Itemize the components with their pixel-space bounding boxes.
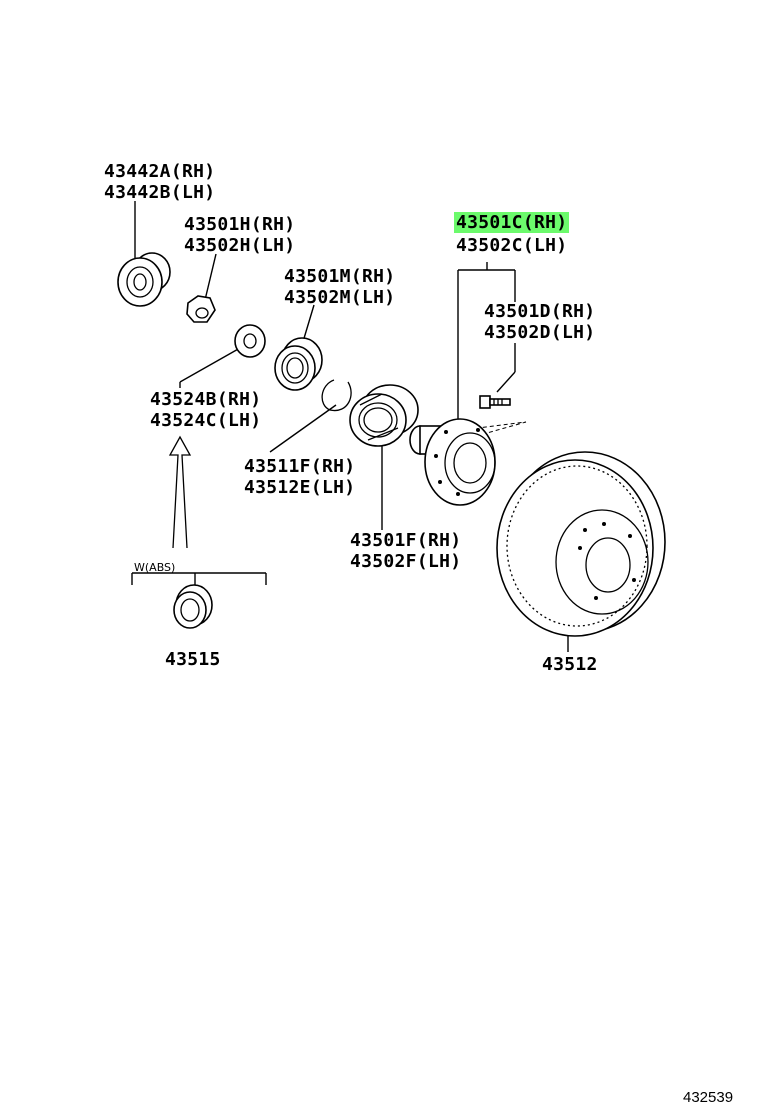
part-number-lh: 43502F(LH) — [350, 551, 462, 572]
hub-icon — [409, 418, 496, 506]
bearing-icon — [349, 384, 419, 447]
part-number-lh: 43502D(LH) — [484, 322, 596, 343]
label-43442: 43442A(RH) 43442B(LH) — [104, 161, 215, 203]
label-43501d: 43501D(RH) 43502D(LH) — [484, 301, 595, 343]
hub-bolt-icon — [479, 395, 511, 409]
part-number-lh: 43524C(LH) — [150, 410, 262, 431]
part-number-rh: 43501D(RH) — [484, 301, 596, 322]
part-number-rh: 43524B(RH) — [150, 389, 262, 410]
part-number-rh: 43442A(RH) — [104, 161, 216, 182]
arrow-up-icon — [168, 435, 192, 549]
disc-rotor-icon — [496, 451, 666, 637]
grease-cap-icon — [117, 252, 171, 307]
part-number-rh: 43501M(RH) — [284, 266, 396, 287]
label-43501c: 43501C(RH) 43502C(LH) — [454, 212, 570, 256]
part-number-lh: 43512E(LH) — [244, 477, 356, 498]
label-43511: 43511F(RH) 43512E(LH) — [244, 456, 355, 498]
label-43501m: 43501M(RH) 43502M(LH) — [284, 266, 395, 308]
label-43501f: 43501F(RH) 43502F(LH) — [350, 530, 461, 572]
lock-nut-icon — [186, 295, 216, 323]
part-number-rh: 43511F(RH) — [244, 456, 356, 477]
part-number-lh: 43442B(LH) — [104, 182, 216, 203]
figure-number: 432539 — [683, 1089, 734, 1106]
abs-ring-icon — [173, 584, 213, 629]
label-43524: 43524B(RH) 43524C(LH) — [150, 389, 261, 431]
part-number-rh: 43501F(RH) — [350, 530, 462, 551]
part-number-rh-highlighted: 43501C(RH) — [454, 212, 570, 233]
part-number-lh: 43502C(LH) — [456, 235, 568, 256]
label-43512: 43512 — [542, 654, 598, 675]
snap-ring-icon — [321, 379, 352, 412]
part-number-lh: 43502M(LH) — [284, 287, 396, 308]
part-number-rh: 43501H(RH) — [184, 214, 296, 235]
label-43501h: 43501H(RH) 43502H(LH) — [184, 214, 295, 256]
oil-seal-icon — [274, 337, 323, 391]
part-number-lh: 43502H(LH) — [184, 235, 296, 256]
abs-group-label: W(ABS) — [134, 561, 176, 574]
label-43515: 43515 — [165, 649, 221, 670]
washer-icon — [234, 324, 266, 358]
